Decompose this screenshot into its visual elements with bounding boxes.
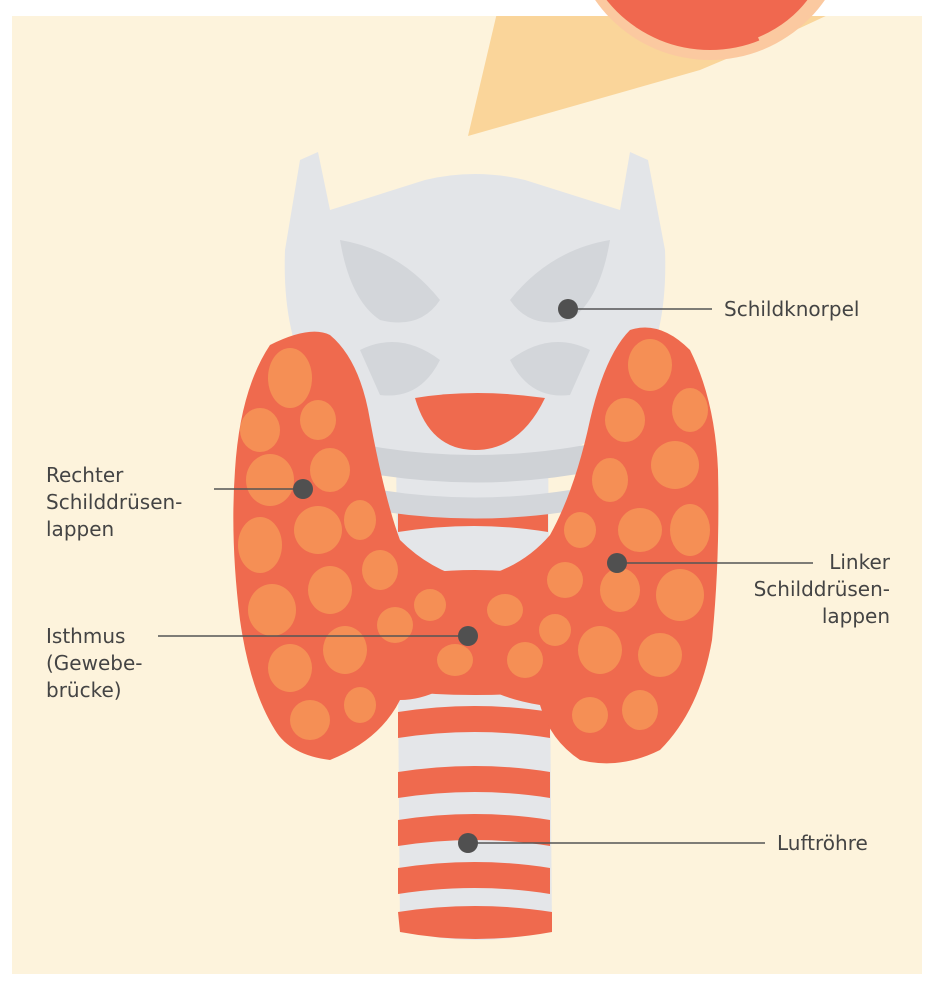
label-line: Luftröhre <box>777 830 868 857</box>
marker-dot <box>458 833 478 853</box>
label-line: Rechter <box>46 462 182 489</box>
label-line: brücke) <box>46 677 142 704</box>
label-line: lappen <box>754 603 890 630</box>
label-isthmus: Isthmus (Gewebe- brücke) <box>46 623 142 704</box>
label-line: Schildknorpel <box>724 296 859 323</box>
label-line: Schilddrüsen- <box>754 576 890 603</box>
label-schildknorpel: Schildknorpel <box>724 296 859 323</box>
label-linker-schilddruesenlappen: Linker Schilddrüsen- lappen <box>754 549 890 630</box>
marker-dot <box>607 553 627 573</box>
marker-dot <box>458 626 478 646</box>
label-line: (Gewebe- <box>46 650 142 677</box>
label-line: Linker <box>754 549 890 576</box>
marker-dot <box>558 299 578 319</box>
label-line: Isthmus <box>46 623 142 650</box>
label-line: lappen <box>46 516 182 543</box>
label-luftroehre: Luftröhre <box>777 830 868 857</box>
marker-dot <box>293 479 313 499</box>
label-rechter-schilddruesenlappen: Rechter Schilddrüsen- lappen <box>46 462 182 543</box>
label-line: Schilddrüsen- <box>46 489 182 516</box>
